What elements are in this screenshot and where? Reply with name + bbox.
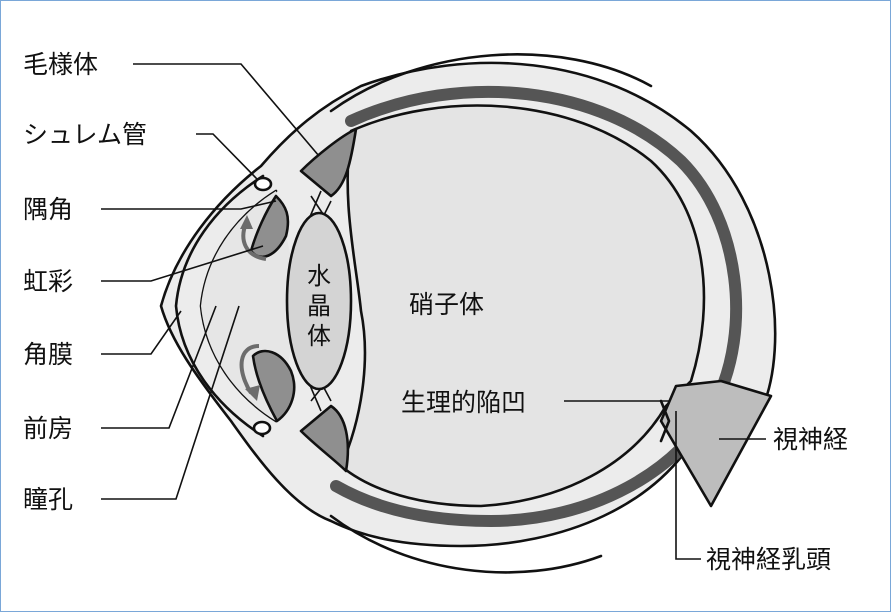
leader-iris bbox=[101, 245, 264, 282]
sclera-lower-band bbox=[329, 514, 603, 574]
iris-lower bbox=[251, 349, 296, 423]
label-lens-2: 晶 bbox=[307, 292, 331, 320]
cornea bbox=[174, 174, 265, 438]
iris-upper bbox=[249, 194, 290, 259]
label-optic-nerve: 視神経 bbox=[773, 425, 848, 454]
leader-optic-disc bbox=[675, 411, 701, 560]
leader-anterior-chamber bbox=[101, 305, 217, 429]
ciliary-body-lower bbox=[299, 404, 350, 473]
label-pupil: 瞳孔 bbox=[23, 485, 73, 514]
label-schlemm-canal: シュレム管 bbox=[23, 120, 147, 149]
leader-cornea bbox=[101, 310, 182, 355]
label-vitreous: 硝子体 bbox=[409, 290, 484, 319]
aqueous-flow-arrow-lower bbox=[239, 344, 260, 395]
leader-schlemm-canal bbox=[196, 133, 258, 180]
label-physiological-cup: 生理的陥凹 bbox=[401, 388, 526, 417]
label-anterior-chamber: 前房 bbox=[23, 414, 73, 443]
label-cornea: 角膜 bbox=[23, 340, 73, 369]
choroid bbox=[330, 85, 743, 527]
label-iris: 虹彩 bbox=[23, 267, 73, 296]
label-ciliary-body: 毛様体 bbox=[23, 50, 98, 79]
optic-disc-line bbox=[659, 399, 671, 443]
leader-angle bbox=[101, 200, 277, 210]
label-lens-1: 水 bbox=[307, 262, 331, 290]
leader-ciliary-body bbox=[133, 63, 320, 157]
optic-nerve bbox=[659, 379, 773, 508]
schlemm-canal-lower bbox=[252, 420, 272, 436]
lens bbox=[285, 211, 353, 391]
aqueous-flow-arrow-upper-head bbox=[240, 215, 253, 229]
ciliary-body-upper bbox=[299, 127, 358, 198]
label-angle: 隅角 bbox=[23, 195, 73, 224]
schlemm-canal-upper bbox=[253, 176, 273, 192]
aqueous-flow-arrow-lower-head bbox=[245, 385, 260, 401]
vitreous-body bbox=[339, 104, 706, 508]
label-optic-disc: 視神経乳頭 bbox=[706, 545, 831, 574]
label-lens-3: 体 bbox=[307, 322, 331, 350]
leader-pupil bbox=[101, 305, 240, 500]
sclera-upper-band bbox=[329, 53, 653, 113]
